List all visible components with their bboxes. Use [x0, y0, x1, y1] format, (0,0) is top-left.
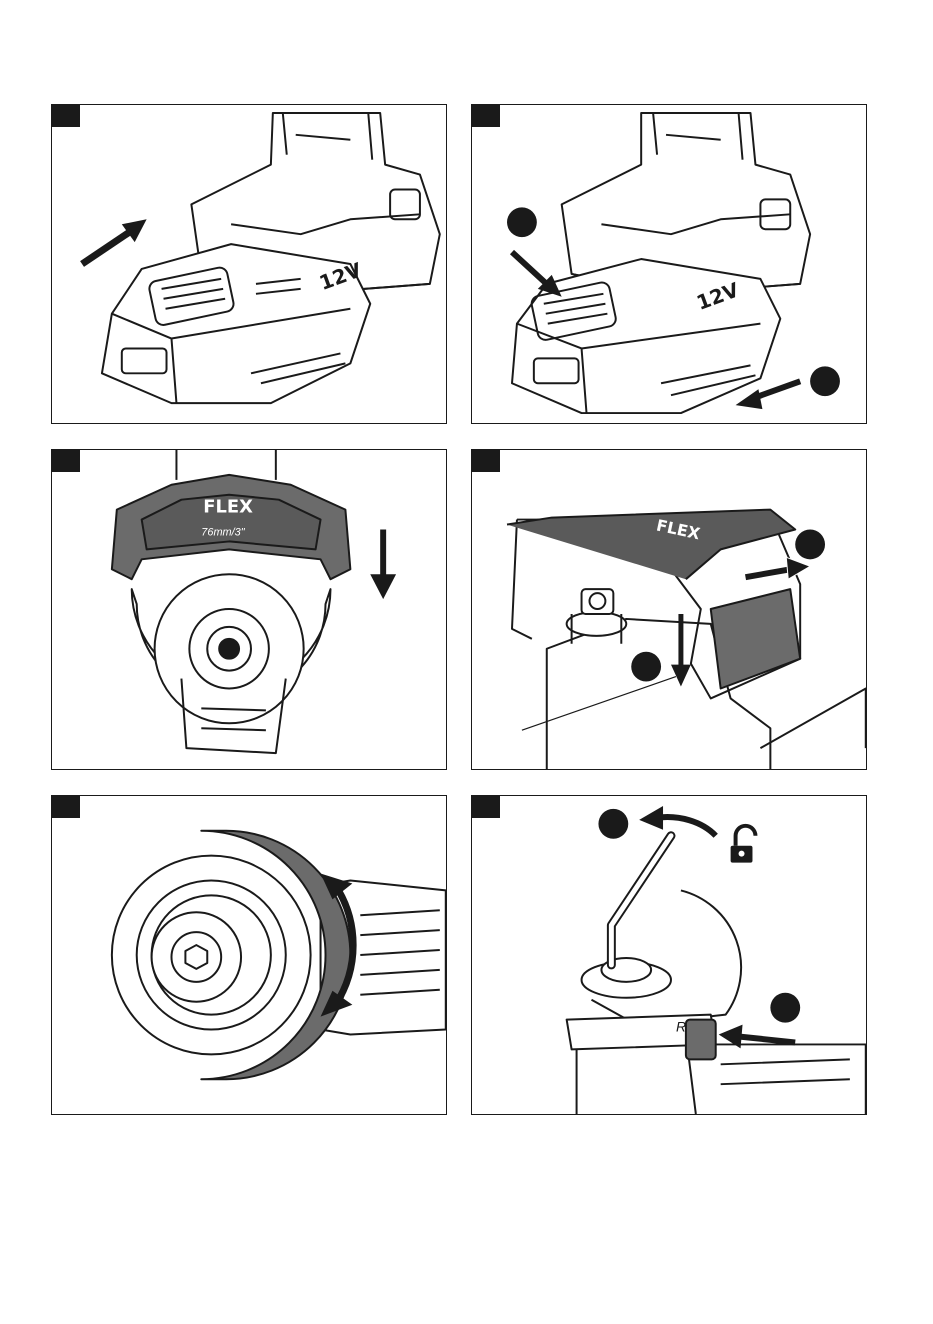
- down-arrow-icon: [370, 530, 396, 600]
- guard-lock-illustration: FLEX: [472, 450, 866, 769]
- figure-panel-guard-lock: FLEX: [471, 449, 867, 770]
- press-down-arrow-icon: [671, 614, 691, 687]
- insert-arrow-icon: [82, 219, 147, 264]
- unlocked-padlock-icon: [731, 826, 756, 863]
- press-button-arrow-icon: [512, 252, 562, 297]
- guard-mount-illustration: FLEX 76mm/3": [52, 450, 446, 769]
- step-2-marker-icon: [631, 652, 661, 682]
- push-right-arrow-icon: [746, 557, 811, 579]
- step-2-marker-icon: [810, 366, 840, 396]
- step-1-marker-icon: [598, 809, 628, 839]
- guard-rotation-illustration: [52, 796, 446, 1114]
- figure-panel-insert-battery: 12V: [51, 104, 447, 424]
- step-1-marker-icon: [795, 530, 825, 560]
- guard-size-label: 76mm/3": [201, 526, 245, 538]
- battery-insert-illustration: 12V: [52, 105, 446, 423]
- figure-panel-guard-mount: FLEX 76mm/3": [51, 449, 447, 770]
- counterclockwise-arrow-icon: [639, 806, 716, 836]
- figure-panel-remove-battery: 12V: [471, 104, 867, 424]
- figure-panel-rotate-guard: [51, 795, 447, 1115]
- rotation-mark: R: [676, 1019, 686, 1035]
- figure-panel-loosen-screw: R: [471, 795, 867, 1115]
- battery-remove-illustration: 12V: [472, 105, 866, 423]
- step-1-marker-icon: [507, 207, 537, 237]
- step-2-marker-icon: [770, 993, 800, 1023]
- guard-unlock-illustration: R: [472, 796, 866, 1114]
- guard-brand-label: FLEX: [203, 497, 253, 518]
